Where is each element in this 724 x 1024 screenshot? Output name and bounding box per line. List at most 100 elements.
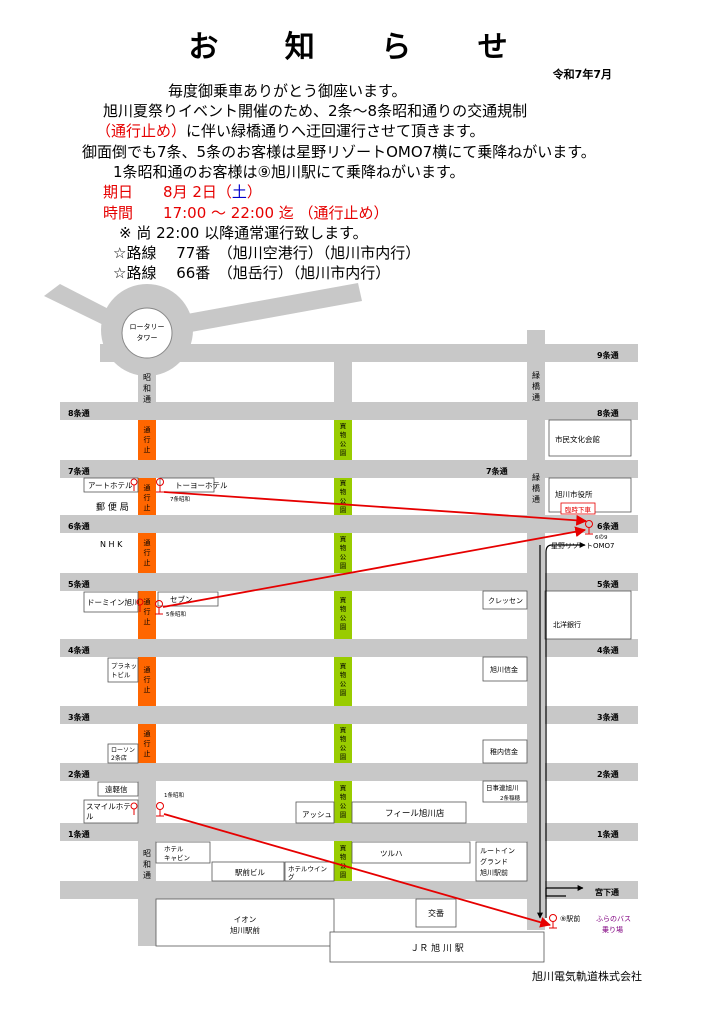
closed-label-char: 通 <box>144 483 151 492</box>
closed-labels: 通行止 通行止 通行止 通行止 通行止 通行止 <box>144 425 151 758</box>
street-labels: 9条通 8条通 8条通 7条通 7条通 6条通 6条通 5条通 5条通 4条通 … <box>68 350 619 897</box>
street-label-4jo-left: 4条通 <box>68 645 90 655</box>
park-1-miyashita <box>334 841 352 881</box>
label-art: アートホテル <box>88 481 133 490</box>
bus-stop-9ekimae <box>549 914 557 929</box>
intro-line-3-rest: に伴い緑橋通りへ迂回運行させて頂きます。 <box>186 122 485 140</box>
street-label-1jo-right: 1条通 <box>597 829 619 839</box>
closed-label-char: 止 <box>144 617 151 626</box>
label-rinji: 臨時下車 <box>565 505 592 514</box>
bldg-lawson <box>107 743 139 764</box>
schedule-note: ※ 尚 22:00 以降通常運行致します。 <box>119 224 368 242</box>
bldg-routeinn <box>475 841 528 882</box>
midori-char: 橋 <box>532 483 540 493</box>
label-domin: ドーミイン旭川 <box>87 597 140 607</box>
park-label-char: 買 <box>340 784 347 792</box>
midori-label: 緑橋通 緑橋通 <box>532 370 540 504</box>
label-nissha: 日事連旭川 <box>486 783 519 792</box>
label-feel: フィール旭川店 <box>385 808 445 819</box>
arrow-7jo <box>163 491 588 526</box>
intro-line-1: 毎度御乗車ありがとう御座います。 <box>168 82 407 100</box>
showa-char: 通 <box>143 394 151 404</box>
label-tsuruha: ツルハ <box>380 849 403 858</box>
closed-label-char: 行 <box>144 607 151 616</box>
diagonal-road-ne <box>176 283 362 334</box>
street-label-6jo-right: 6条通 <box>597 521 619 531</box>
stop-label-9ekimae: ⑨駅前 <box>560 914 580 923</box>
label-hokuyo: 北洋銀行 <box>553 620 581 629</box>
rotary-label-2: タワー <box>137 333 158 342</box>
park-label-char: 買 <box>340 726 347 734</box>
transfer-arrows <box>162 491 588 928</box>
bldg-nissha <box>482 780 528 803</box>
label-cabin-1: ホテル <box>164 845 184 853</box>
label-wakkanai: 稚内信金 <box>490 747 518 756</box>
bldg-seven <box>157 591 219 607</box>
closed-label-char: 行 <box>144 435 151 444</box>
street-label-5jo-left: 5条通 <box>68 579 90 589</box>
park-label-char: 公 <box>340 614 347 622</box>
label-shiyakusho: 旭川市役所 <box>555 489 593 499</box>
closed-7-6 <box>138 478 156 515</box>
date-day: 土 <box>231 183 247 201</box>
showa-char: 昭 <box>143 373 151 382</box>
street-label-1jo-left: 1条通 <box>68 829 90 839</box>
detour-route <box>537 542 586 919</box>
stop-label-1jo: 1条昭和 <box>164 791 184 799</box>
road-9jo <box>100 344 638 362</box>
closed-label-char: 行 <box>144 493 151 502</box>
stop-labels: 7条昭和 5条昭和 6の9 1条昭和 2条稲穂 ⑨駅前 <box>164 495 608 923</box>
street-label-3jo-left: 3条通 <box>68 712 90 722</box>
bus-stops <box>130 478 593 929</box>
bldg-hokuyo <box>544 590 632 640</box>
park-label-char: 物 <box>340 734 347 743</box>
park-label-char: 公 <box>340 744 347 752</box>
park-label-char: 物 <box>340 604 347 613</box>
label-seven: セブン <box>170 594 193 604</box>
label-kuresen: クレッセン <box>488 597 523 605</box>
park-label-char: 物 <box>340 670 347 679</box>
time-label: 時間 <box>103 204 134 222</box>
park-8-7 <box>334 420 352 460</box>
showa-label: 昭和通 昭和通 <box>143 373 151 880</box>
label-cabin-2: キャビン <box>164 853 190 862</box>
park-label-char: 買 <box>340 596 347 604</box>
bldg-tohkei <box>97 781 139 797</box>
bldg-wing <box>284 861 335 882</box>
furano-label-2: 乗り場 <box>602 925 623 934</box>
stop-label-5jo: 5条昭和 <box>166 610 186 618</box>
time-value: 17:00 ～ 22:00 迄 （通行止め） <box>163 204 389 222</box>
closed-label-char: 通 <box>144 538 151 547</box>
park-segments <box>334 420 352 881</box>
park-label-char: 園 <box>340 753 347 761</box>
park-5-4 <box>334 591 352 639</box>
midori-char: 通 <box>532 392 540 402</box>
park-3-2 <box>334 724 352 763</box>
showa-char: 和 <box>143 384 151 393</box>
park-label-char: 物 <box>340 430 347 439</box>
label-planet-1: プラネッ <box>111 662 137 670</box>
closed-label-char: 通 <box>144 665 151 674</box>
label-toyo: トーヨーホテル <box>175 481 228 490</box>
label-routeinn-3: 旭川駅前 <box>480 868 508 877</box>
label-smile-1: スマイルホテ <box>86 802 131 811</box>
midori-char: 橋 <box>532 381 540 391</box>
bus-stop-7jo <box>156 478 164 493</box>
detour-line-north <box>545 542 586 918</box>
bldg-art <box>83 477 139 493</box>
bldg-feel <box>351 801 467 824</box>
park-label-char: 公 <box>340 553 347 561</box>
label-lawson-2: 2条店 <box>111 754 127 762</box>
page-title: お 知 ら せ <box>188 30 536 65</box>
closed-label-char: 止 <box>144 749 151 758</box>
park-label-char: 物 <box>340 852 347 861</box>
label-jr: ＪＲ 旭 川 駅 <box>410 942 464 954</box>
closed-label-char: 通 <box>144 597 151 606</box>
bldg-tsuruha <box>351 841 471 864</box>
bldg-kuresen <box>482 590 528 610</box>
closed-6-5 <box>138 533 156 573</box>
park-label-char: 公 <box>340 497 347 505</box>
bus-stop-5jo <box>155 600 163 615</box>
detour-line-miyashita-2 <box>545 888 566 897</box>
park-label-char: 物 <box>340 792 347 801</box>
